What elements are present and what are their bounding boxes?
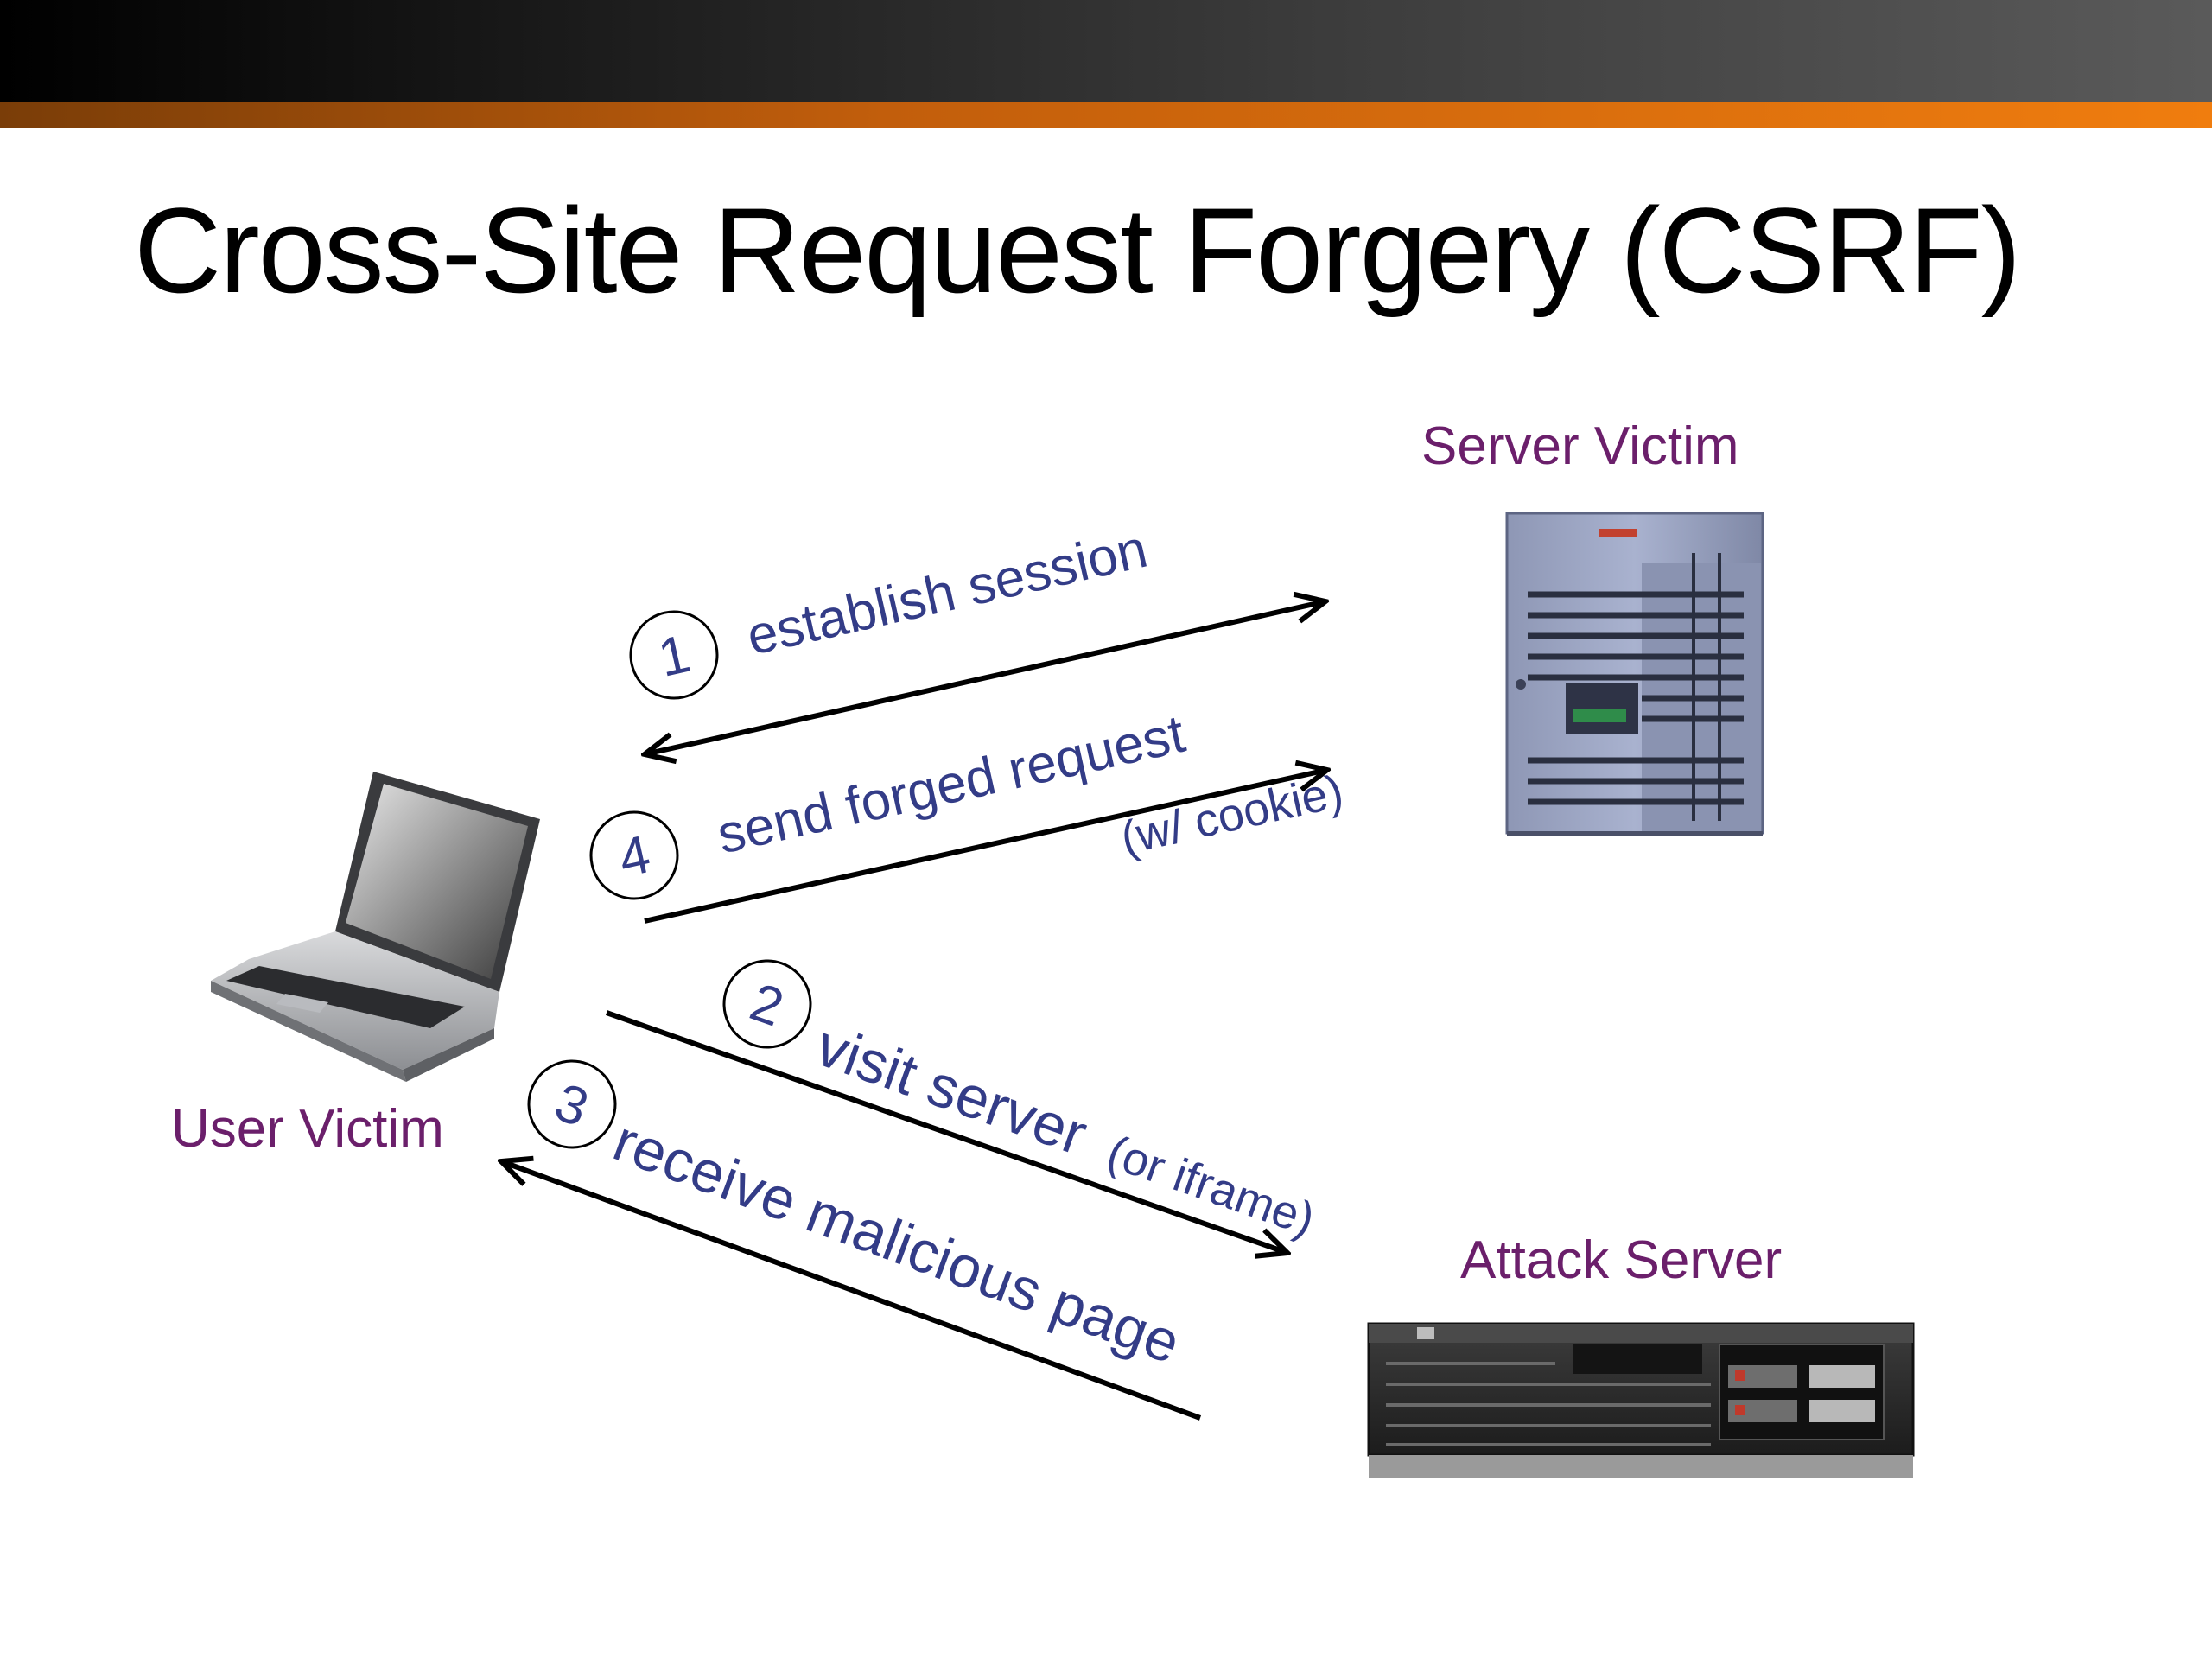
step-1: 1 establish session: [629, 519, 1153, 700]
accent-stripe: [0, 102, 2212, 128]
step-1-circle: [629, 610, 719, 700]
step-2-number: 2: [743, 972, 791, 1039]
step-3: 3 receive malicious page: [527, 1059, 1188, 1376]
step-4-number: 4: [613, 824, 656, 889]
header-bar: [0, 0, 2212, 102]
step-3-number: 3: [547, 1072, 595, 1139]
user-victim-label: User Victim: [171, 1099, 444, 1159]
arrow-receive-malicious-page: [501, 1161, 1202, 1421]
laptop-icon: [211, 772, 540, 1082]
arrow-send-forged-request: [644, 770, 1327, 924]
step-4-circle: [589, 810, 679, 900]
step-1-number: 1: [653, 624, 696, 689]
arrow-visit-server: [606, 1010, 1287, 1253]
tower-server-icon: [1505, 512, 1764, 836]
step-3-circle: [527, 1059, 617, 1149]
attack-server-label: Attack Server: [1460, 1230, 1783, 1290]
step-4: 4 send forged request (w/ cookie): [589, 704, 1348, 900]
step-2-label-main: visit server: [809, 1013, 1096, 1168]
arrow-establish-session: [645, 601, 1325, 754]
step-1-label: establish session: [741, 519, 1153, 667]
step-4-sublabel: (w/ cookie): [1116, 766, 1348, 865]
step-2-circle: [722, 959, 812, 1049]
server-victim-label: Server Victim: [1421, 416, 1739, 476]
step-3-label: receive malicious page: [605, 1108, 1188, 1376]
rack-server-icon: [1367, 1322, 1915, 1478]
step-4-label: send forged request: [712, 704, 1190, 866]
slide-title: Cross-Site Request Forgery (CSRF): [134, 182, 2021, 318]
